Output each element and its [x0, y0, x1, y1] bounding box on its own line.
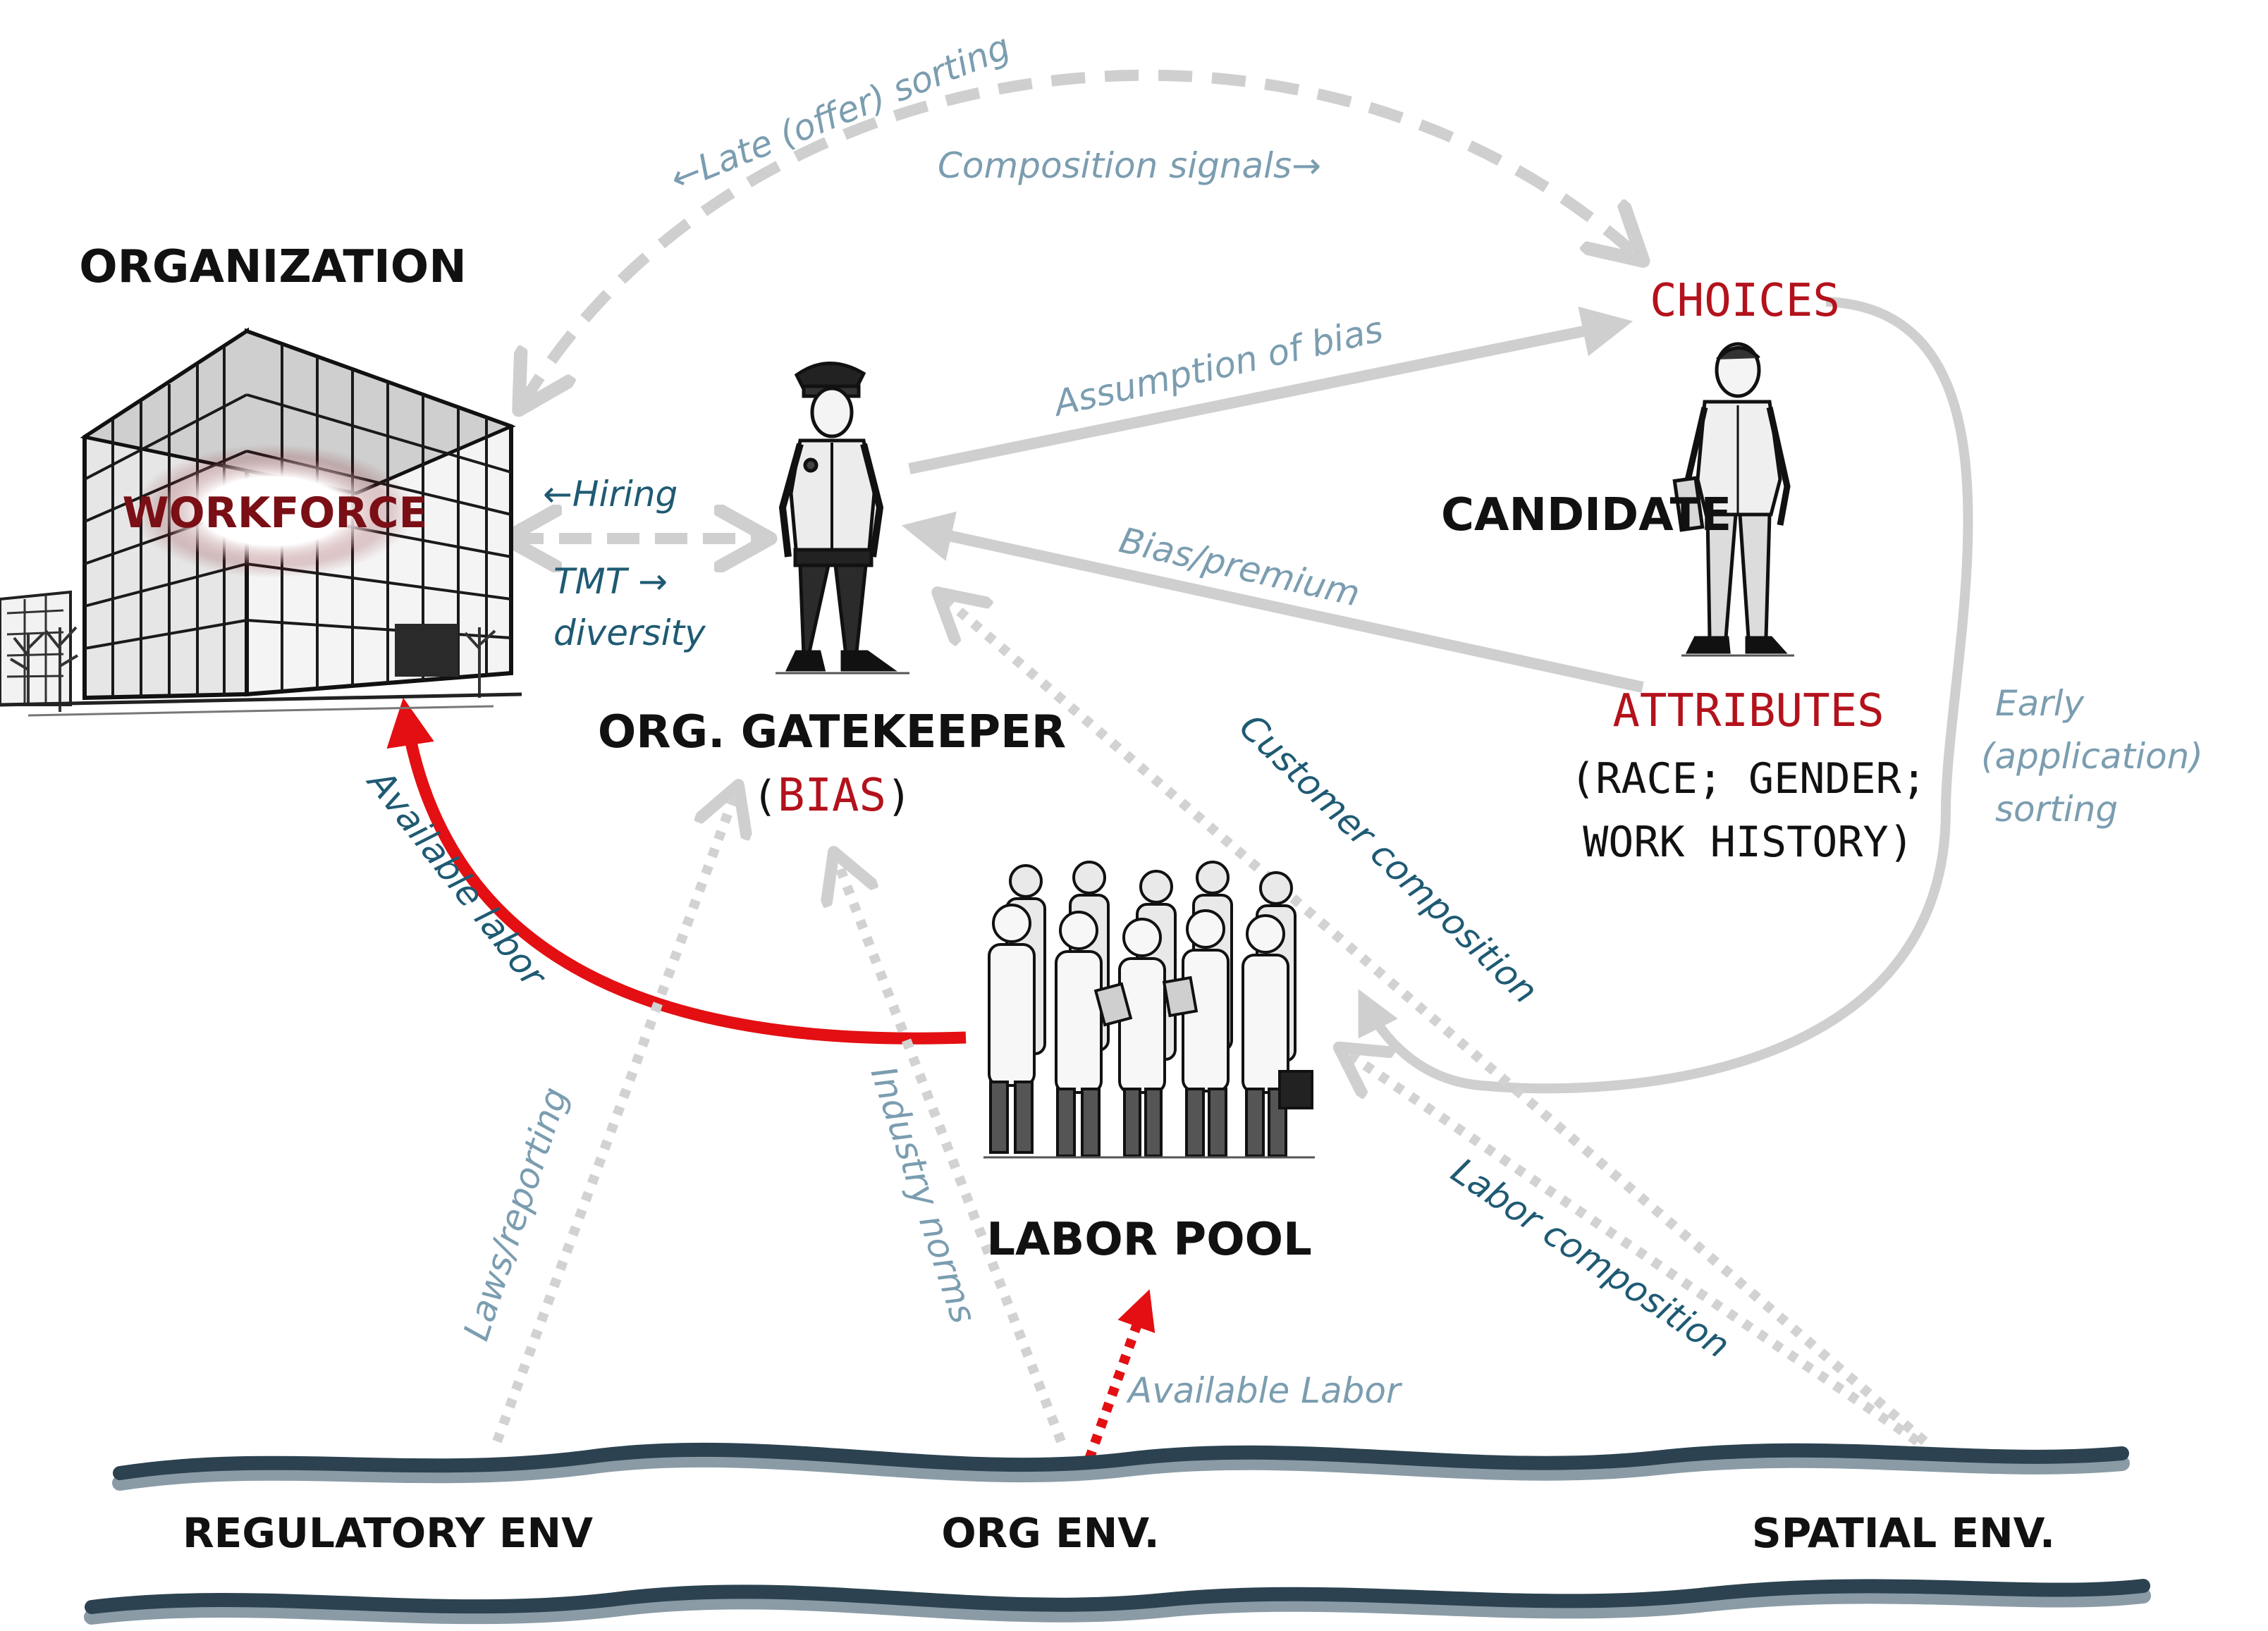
- label-early-application: (application): [1981, 736, 2203, 777]
- labor-pool-title: LABOR POOL: [986, 1214, 1312, 1266]
- attributes-detail-line-2: WORK HISTORY): [1583, 818, 1914, 867]
- label-tmt-diversity: diversity: [553, 613, 706, 653]
- label-early-sorting: sorting: [1995, 789, 2118, 830]
- label-hiring: ←Hiring: [543, 474, 678, 515]
- attributes-label: ATTRIBUTES: [1612, 685, 1884, 737]
- arrows: [386, 69, 1973, 1461]
- arrow-bias-premium: [901, 511, 1644, 693]
- candidate-man-icon: [1672, 342, 1794, 657]
- arrow-industry-norms: [835, 856, 1066, 1444]
- candidate-title: CANDIDATE: [1441, 489, 1731, 541]
- attributes-detail-line-1: (RACE; GENDER;: [1570, 754, 1927, 804]
- label-early: Early: [1995, 683, 2085, 724]
- arrow-early-sorting: [1358, 297, 1973, 1094]
- gatekeeper-title: ORG. GATEKEEPER: [598, 706, 1066, 758]
- arrow-labor-composition: [1343, 1050, 1920, 1446]
- env-spatial: SPATIAL ENV.: [1752, 1509, 2055, 1557]
- label-labor-composition: Labor composition: [1444, 1150, 1737, 1366]
- choices-label: CHOICES: [1650, 275, 1840, 327]
- people-group-icon: [983, 861, 1315, 1159]
- label-tmt: TMT →: [553, 561, 668, 602]
- arrow-late-sorting-composition: [522, 69, 1639, 405]
- env-org: ORG ENV.: [941, 1509, 1159, 1557]
- arrow-available-labor-env: [1084, 1289, 1156, 1461]
- label-laws-reporting: Laws/reporting: [455, 1083, 576, 1346]
- gatekeeper-paren-close: ): [886, 772, 912, 821]
- police-officer-icon: [776, 362, 909, 675]
- building-icon: [0, 327, 522, 717]
- gatekeeper-bias-line: (BIAS): [752, 770, 912, 822]
- gatekeeper-bias: BIAS: [778, 770, 886, 822]
- arrow-laws-reporting: [492, 789, 737, 1444]
- arrow-available-labor-red: [386, 697, 967, 1045]
- arrow-assumption-of-bias: [908, 306, 1633, 474]
- organization-title: ORGANIZATION: [79, 241, 467, 293]
- environment-band: [84, 1442, 2151, 1625]
- gatekeeper-paren-open: (: [752, 772, 778, 821]
- label-available-labor-env: Available Labor: [1126, 1370, 1403, 1411]
- env-regulatory: REGULATORY ENV: [183, 1509, 593, 1557]
- workforce-label: WORKFORCE: [122, 488, 427, 538]
- label-available-labor-red: Available labor: [359, 761, 556, 996]
- label-composition-signals: Composition signals→: [938, 145, 1321, 186]
- arrow-customer-composition: [941, 596, 1928, 1446]
